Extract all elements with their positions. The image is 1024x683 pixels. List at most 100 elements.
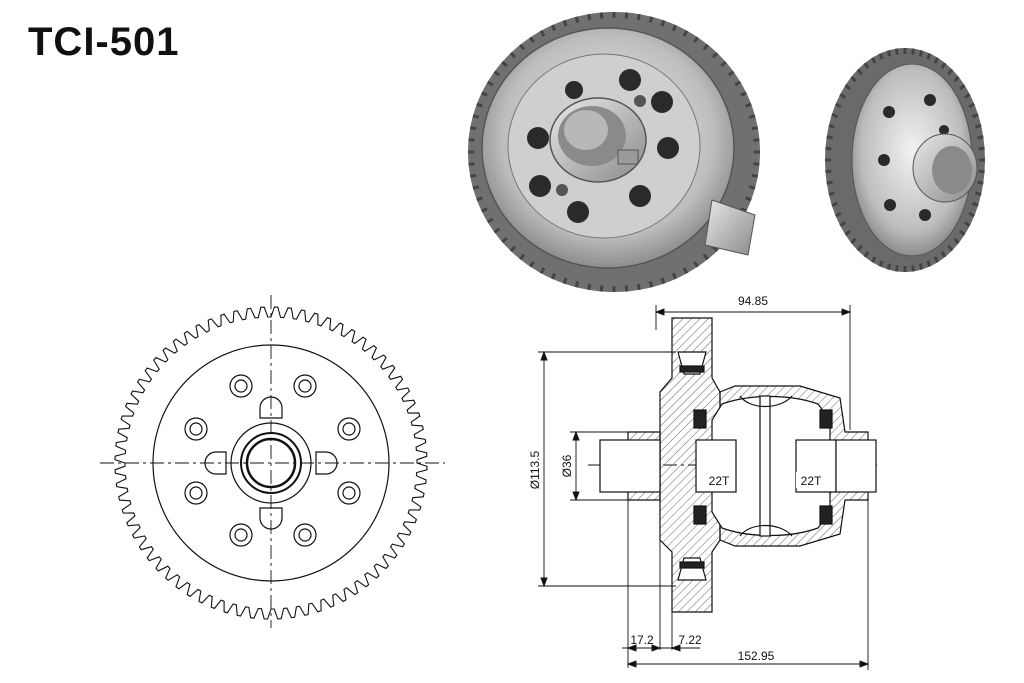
- photo-tooth: [863, 62, 870, 69]
- photo-tooth: [911, 265, 915, 272]
- photo-tooth: [519, 253, 526, 261]
- photo-tooth: [940, 62, 947, 69]
- photo-tooth: [476, 102, 483, 108]
- photo-tooth: [856, 68, 863, 76]
- photo-tooth: [587, 283, 592, 291]
- photo-tooth: [469, 173, 477, 178]
- photo-tooth: [493, 70, 501, 77]
- photo-tooth: [727, 70, 735, 77]
- photo-tooth: [834, 211, 842, 218]
- photo-tooth: [682, 267, 689, 274]
- photo-tooth: [740, 207, 747, 213]
- cross-pin: [759, 395, 771, 537]
- photo-tooth: [886, 263, 892, 270]
- photo-tooth: [745, 102, 752, 108]
- right-gear-teeth-label: 22T: [801, 474, 822, 488]
- product-code-title: TCI-501: [28, 20, 180, 64]
- dim-flange-thickness: 7.22: [678, 633, 702, 647]
- photo-tooth: [844, 229, 851, 237]
- photo-tooth: [977, 135, 984, 140]
- photo-tooth: [933, 57, 939, 64]
- photo-tooth: [636, 283, 641, 291]
- photo-tooth: [878, 260, 884, 267]
- photo-tooth: [751, 173, 759, 178]
- dim-flange-offset: 17.2: [630, 633, 654, 647]
- photo-tooth: [947, 68, 954, 76]
- photo-tooth: [539, 30, 546, 37]
- photo-tooth: [978, 169, 985, 174]
- photo-tooth: [968, 211, 976, 218]
- bolt-hole: [342, 422, 356, 436]
- photo-tooth: [529, 36, 535, 44]
- product-photo-main-gear: [468, 12, 760, 292]
- bolt-hole: [298, 528, 312, 542]
- photo-tooth: [671, 272, 678, 280]
- photo-tooth: [624, 285, 629, 292]
- photo-tooth: [693, 260, 699, 268]
- photo-tooth: [501, 60, 508, 68]
- bolt-hole: [234, 528, 248, 542]
- bolt-holes: [184, 374, 361, 547]
- bolt-hole: [337, 417, 361, 441]
- photo-tooth: [871, 57, 877, 64]
- photo-tooth: [825, 146, 832, 151]
- photo-tooth: [529, 260, 535, 268]
- photo-tooth: [834, 102, 842, 109]
- photo-tooth: [964, 92, 971, 99]
- photo-tooth: [974, 191, 982, 197]
- bolt-hole: [229, 374, 253, 398]
- photo-tooth: [539, 267, 546, 274]
- photo-tooth: [886, 50, 892, 57]
- photo-tooth: [648, 16, 654, 23]
- hub-bore-inner: [245, 437, 297, 489]
- photo-gear-teeth-back: [825, 48, 985, 272]
- photo-tooth: [509, 245, 517, 253]
- photo-tooth: [702, 43, 709, 51]
- photo-tooth: [468, 138, 475, 142]
- photo-tooth: [574, 281, 580, 288]
- photo-tooth: [977, 180, 984, 185]
- photo-tooth: [825, 169, 832, 174]
- pin-bosses: [204, 396, 338, 530]
- photo-tooth: [481, 207, 488, 213]
- photo-tooth: [850, 75, 857, 83]
- photo-tooth: [562, 19, 568, 27]
- photo-tooth: [550, 24, 557, 32]
- photo-tooth: [693, 36, 699, 44]
- bolt-hole: [342, 486, 356, 500]
- photo-tooth: [947, 244, 954, 252]
- photo-tooth: [509, 51, 517, 59]
- photo-tooth: [826, 180, 833, 185]
- photo-tooth: [734, 80, 742, 87]
- dim-overall-length: 152.95: [738, 649, 775, 663]
- photo-tooth: [844, 83, 851, 91]
- photo-tooth: [828, 191, 836, 197]
- bolt-hole: [337, 481, 361, 505]
- gear-web-circle: [152, 344, 390, 582]
- photo-tooth: [660, 277, 666, 285]
- photo-tooth: [476, 196, 483, 202]
- photo-tooth: [493, 227, 501, 234]
- photo-tooth: [636, 13, 641, 21]
- photo-tooth: [519, 43, 526, 51]
- left-gear-teeth-label: 22T: [709, 474, 730, 488]
- photo-tooth: [959, 83, 966, 91]
- dim-top-width: 94.85: [738, 294, 768, 308]
- bolt-hole: [184, 417, 208, 441]
- photo-tooth: [895, 265, 899, 272]
- photo-tooth: [751, 126, 759, 131]
- photo-tooth: [971, 113, 979, 119]
- photo-tooth: [472, 114, 480, 119]
- dim-outer-diameter: Ø113.5: [528, 450, 542, 489]
- photo-tooth: [878, 53, 884, 60]
- hub-outer-circle: [230, 422, 312, 504]
- photo-tooth: [933, 256, 939, 263]
- photo-tooth: [599, 285, 604, 292]
- left-shaft-bore: [599, 439, 661, 493]
- photo-tooth: [748, 185, 756, 190]
- photo-tooth: [856, 244, 863, 252]
- photo-tooth: [926, 260, 932, 267]
- photo-tooth: [850, 237, 857, 245]
- bolt-hole: [234, 379, 248, 393]
- photo-tooth: [574, 16, 580, 23]
